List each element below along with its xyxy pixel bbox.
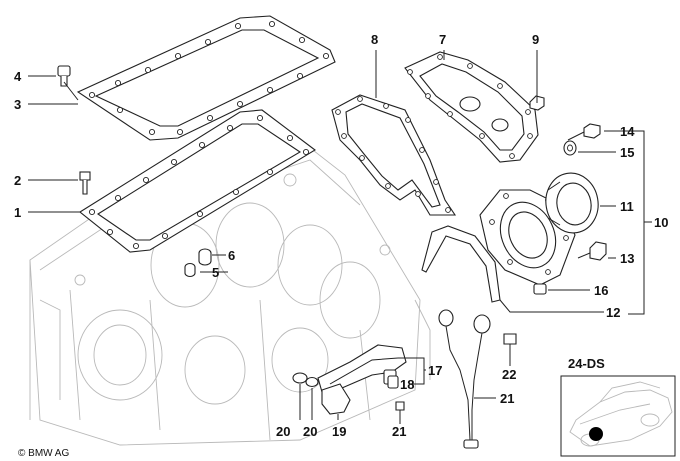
rear-carrier-gasket [421,225,501,303]
dowel-part-16 [533,283,547,295]
bolt-part-2 [79,171,91,195]
o-ring-part-20-a [292,372,308,384]
callout-2: 2 [14,173,21,188]
top-cover-gasket [76,15,336,141]
bolt-part-21 [395,401,405,422]
plug-part-4 [57,65,71,87]
callout-20-a: 20 [276,424,290,439]
model-code: 24-DS [568,356,605,371]
callout-19: 19 [332,424,346,439]
callout-13: 13 [620,251,634,266]
callout-4: 4 [14,69,22,84]
sensor-part-19 [321,383,351,415]
callout-1: 1 [14,205,21,220]
bolt-part-9 [529,86,545,111]
bolt-part-23 [503,333,517,358]
callout-10: 10 [654,215,668,230]
front-cover-gasket [331,94,457,216]
callout-7: 7 [439,32,446,47]
callout-8: 8 [371,32,378,47]
callout-12: 12 [606,305,620,320]
callout-11: 11 [620,199,634,214]
callout-22: 21 [500,391,514,406]
callout-16: 16 [594,283,608,298]
callout-9: 9 [532,32,539,47]
callout-23: 22 [502,367,516,382]
callout-labels: 4 3 2 1 6 5 8 7 9 14 15 11 10 13 16 12 1… [14,32,668,439]
dowel-part-5 [184,262,196,277]
callout-15: 15 [620,145,634,160]
dowel-part-6 [198,248,212,266]
thumbnail-frame [560,375,676,457]
bolt-part-14 [567,123,601,141]
car-silhouette-icon [569,381,673,447]
o-ring-part-20-b [305,376,319,388]
leader-lines [28,50,652,424]
model-thumbnail[interactable]: 24-DS [560,356,676,457]
callout-6: 6 [228,248,235,263]
callout-3: 3 [14,97,21,112]
callout-14: 14 [620,124,635,139]
callout-20-b: 20 [303,424,317,439]
callout-21: 21 [392,424,406,439]
copyright: © BMW AG [18,448,69,459]
callout-17: 17 [428,363,442,378]
copyright-block: © BMW AG [18,448,69,459]
front-cover [404,51,539,163]
oil-pan-gasket [79,109,316,253]
knock-sensor-harness [438,309,491,449]
part-18 [387,375,399,389]
bolt-part-13 [577,241,607,261]
location-marker [589,427,603,441]
callout-5: 5 [212,265,219,280]
washer-part-15 [563,140,577,156]
callout-18: 18 [400,377,414,392]
radial-seal-ring [545,172,599,234]
